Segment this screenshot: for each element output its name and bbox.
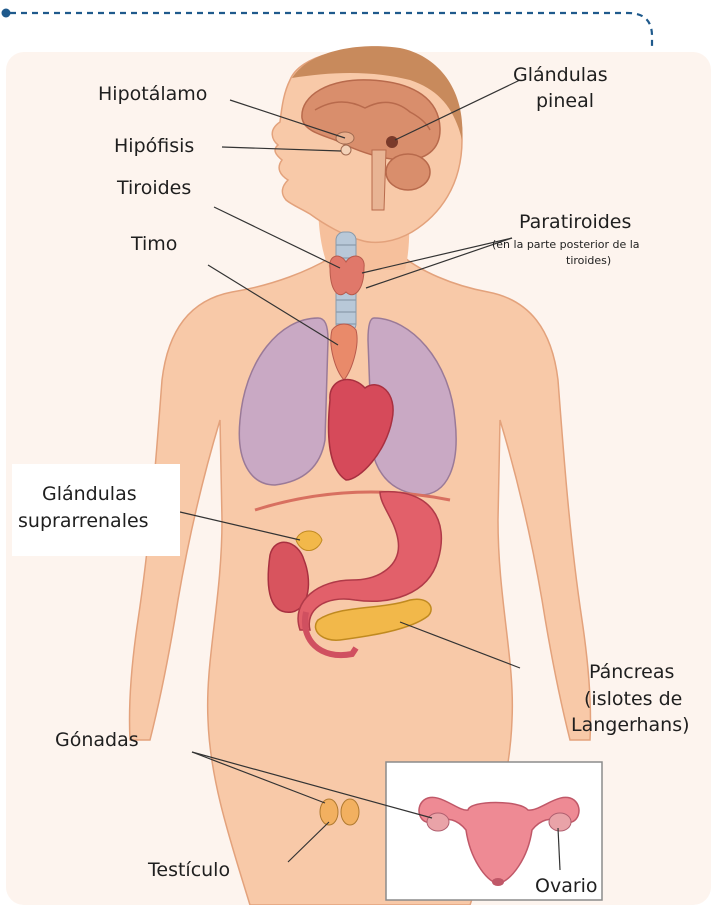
cerebellum-shape — [386, 154, 430, 190]
label-pineal-line1: Glándulas — [513, 64, 608, 86]
frame-dashed-line — [10, 13, 652, 46]
label-hipotalamo: Hipotálamo — [98, 83, 207, 105]
brainstem-shape — [372, 150, 386, 210]
thyroid-shape — [330, 256, 364, 295]
label-gonadas: Gónadas — [55, 729, 139, 751]
dashed-frame — [2, 9, 653, 47]
label-tiroides: Tiroides — [116, 177, 191, 199]
label-pancreas-line3: Langerhans) — [571, 714, 690, 736]
pineal-shape — [386, 136, 398, 148]
label-pineal-line2: pineal — [536, 90, 594, 112]
label-timo: Timo — [130, 233, 177, 255]
label-paratiroides: Paratiroides — [519, 211, 631, 233]
label-hipofisis: Hipófisis — [114, 135, 194, 157]
pituitary-shape — [341, 145, 351, 155]
label-suprarrenales-line1: Glándulas — [42, 483, 137, 505]
label-paratiroides-note-line2: tiroides) — [566, 254, 611, 267]
label-paratiroides-note-line1: (en la parte posterior de la — [492, 238, 640, 251]
right-testis — [341, 799, 359, 825]
cervix — [492, 878, 504, 886]
left-ovary — [427, 813, 449, 831]
label-pancreas-line1: Páncreas — [589, 661, 674, 683]
label-ovario: Ovario — [535, 875, 598, 897]
label-pancreas-line2: (islotes de — [584, 688, 682, 710]
left-testis — [320, 799, 338, 825]
label-testiculo: Testículo — [147, 859, 230, 881]
right-ovary — [549, 813, 571, 831]
label-suprarrenales-line2: suprarrenales — [18, 510, 149, 532]
frame-dot — [2, 9, 11, 18]
